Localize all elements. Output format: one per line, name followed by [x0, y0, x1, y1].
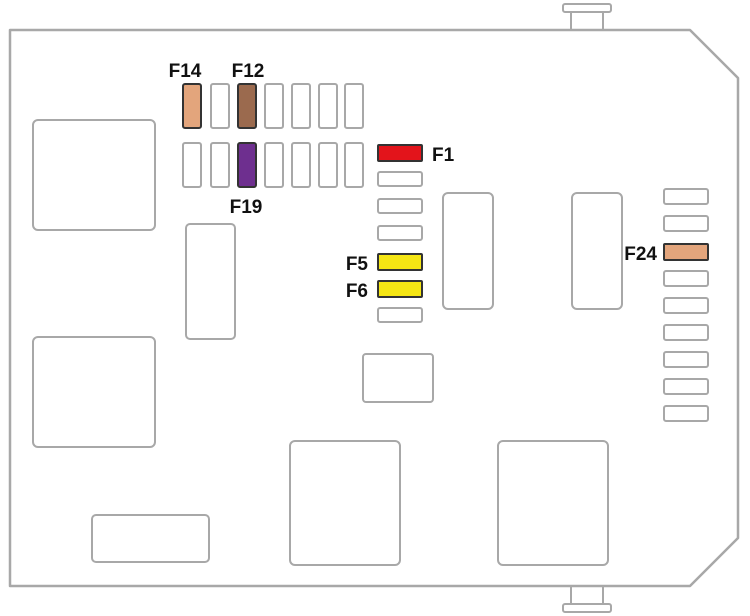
- relay-block-bottom-center: [289, 440, 401, 566]
- top-mount-tab: [562, 3, 612, 13]
- fuse-column-right: [663, 188, 709, 422]
- fuse-column-center: [377, 144, 423, 323]
- fuse-slot: [663, 297, 709, 314]
- relay-tall-right: [571, 192, 623, 310]
- fuse-slot: [377, 307, 423, 323]
- fuse-slot: [377, 225, 423, 241]
- fuse-slot: [663, 405, 709, 422]
- fuse-slot: [318, 83, 338, 129]
- fuse-slot: [663, 215, 709, 232]
- fuse-slot: [663, 351, 709, 368]
- bottom-mount-tab-stem: [570, 584, 604, 606]
- fuse-row-second: [182, 142, 364, 188]
- connector-bottom-left: [91, 514, 210, 563]
- fuse-f6[interactable]: [377, 280, 423, 298]
- fuse-slot: [318, 142, 338, 188]
- relay-tall-left: [185, 223, 236, 340]
- bottom-mount-tab: [562, 603, 612, 613]
- fuse-slot: [663, 188, 709, 205]
- label-f24: F24: [624, 244, 657, 265]
- label-f6: F6: [346, 281, 368, 302]
- fuse-slot: [663, 324, 709, 341]
- fuse-slot: [663, 378, 709, 395]
- relay-small-center: [362, 353, 434, 403]
- relay-block-upper-left: [32, 119, 156, 231]
- fuse-row-top: [182, 83, 364, 129]
- label-f14: F14: [169, 61, 202, 82]
- fuse-slot: [210, 142, 230, 188]
- fuse-slot: [663, 270, 709, 287]
- label-f12: F12: [232, 61, 265, 82]
- fuse-f5[interactable]: [377, 253, 423, 271]
- fuse-slot: [291, 83, 311, 129]
- relay-tall-center: [442, 192, 494, 310]
- fuse-f12[interactable]: [237, 83, 257, 129]
- fuse-slot: [344, 142, 364, 188]
- label-f19: F19: [230, 197, 263, 218]
- label-f5: F5: [346, 254, 369, 275]
- fuse-slot: [264, 142, 284, 188]
- relay-block-lower-left: [32, 336, 156, 448]
- fuse-f19[interactable]: [237, 142, 257, 188]
- fuse-box-outline: [8, 28, 740, 588]
- fuse-slot: [377, 198, 423, 214]
- fuse-f24[interactable]: [663, 243, 709, 261]
- relay-block-bottom-right: [497, 440, 609, 566]
- fuse-f14[interactable]: [182, 83, 202, 129]
- fuse-slot: [264, 83, 284, 129]
- fuse-slot: [210, 83, 230, 129]
- fuse-slot: [377, 171, 423, 187]
- fuse-slot: [344, 83, 364, 129]
- fuse-slot: [291, 142, 311, 188]
- label-f1: F1: [432, 145, 455, 166]
- fuse-f1[interactable]: [377, 144, 423, 162]
- fuse-slot: [182, 142, 202, 188]
